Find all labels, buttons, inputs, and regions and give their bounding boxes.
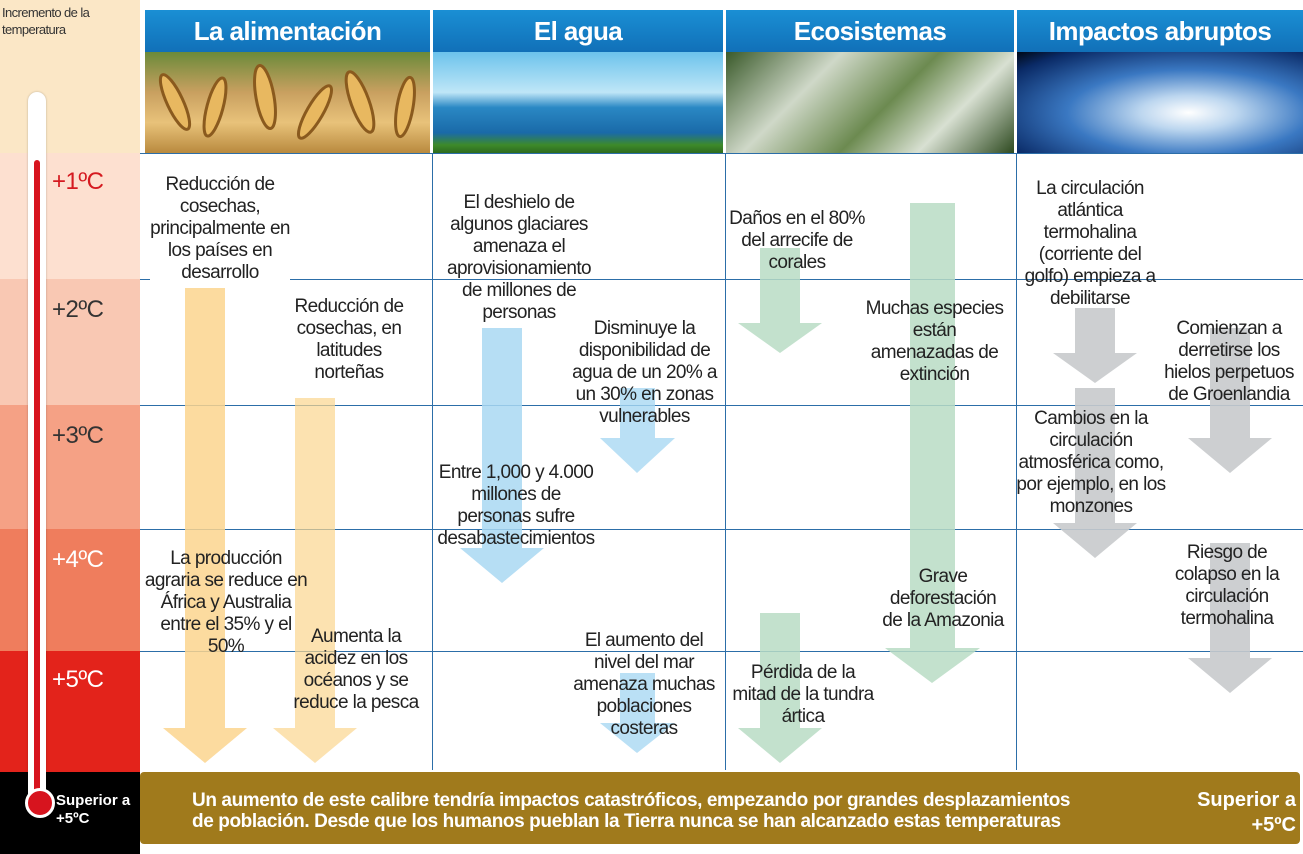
row-divider — [140, 405, 1303, 406]
impact-food-4: Aumenta la acidez en los océanos y se re… — [293, 626, 419, 713]
food-arrow-2 — [273, 398, 357, 763]
impact-water-2: Disminuye la disponibilidad de agua de u… — [572, 318, 717, 427]
footer-band — [140, 772, 1300, 844]
wheat-illustration — [158, 63, 416, 140]
wheat-photo — [145, 52, 430, 153]
abrupt-arrow-4 — [1188, 543, 1272, 693]
temp-label-3: +3ºC — [52, 422, 104, 449]
column-header-water: El agua — [433, 10, 723, 52]
column-header-abrupt: Impactos abruptos — [1017, 10, 1303, 52]
column-header-ecosystems: Ecosistemas — [726, 10, 1014, 52]
impact-arrows — [163, 203, 1272, 763]
lake-photo — [433, 52, 723, 153]
column-divider — [432, 153, 433, 770]
impact-eco-2: Muchas especies están amenazadas de exti… — [865, 298, 1004, 385]
abrupt-arrow-2 — [1053, 388, 1137, 558]
forest-photo — [726, 52, 1014, 153]
eco-arrow-2 — [885, 203, 980, 683]
water-arrow-2 — [600, 388, 675, 473]
eco-arrow-3 — [738, 613, 822, 763]
thermometer-bulb — [25, 788, 55, 818]
impact-abrupt-3: Cambios en la circulación atmosférica co… — [1016, 408, 1166, 517]
impact-abrupt-1: La circulación atlántica termohalina (co… — [1024, 178, 1156, 309]
band-plus-2 — [0, 279, 140, 405]
temp-label-5: +5ºC — [52, 666, 104, 693]
impact-abrupt-2: Comienzan a derretirse los hielos perpet… — [1164, 318, 1294, 405]
impact-food-3: La producción agraria se reduce en Áfric… — [144, 548, 308, 657]
eco-arrow-1 — [738, 248, 822, 353]
impact-abrupt-4: Riesgo de colapso en la circulación term… — [1174, 542, 1280, 629]
thermometer-mercury — [34, 160, 40, 800]
temp-label-2: +2ºC — [52, 296, 104, 323]
earth-photo — [1017, 52, 1303, 153]
temp-label-superior: Superior a +5ºC — [56, 792, 131, 827]
column-divider — [725, 153, 726, 770]
food-arrow-1 — [163, 288, 247, 763]
water-arrow-1 — [460, 328, 544, 583]
impact-eco-1: Daños en el 80% del arrecife de corales — [729, 208, 865, 273]
footer-right-label: Superior a +5ºC — [1197, 789, 1296, 836]
row-divider — [140, 651, 1303, 652]
temperature-axis-title: Incremento de la temperatura — [2, 5, 90, 37]
impact-food-1: Reducción de cosechas, principalmente en… — [150, 174, 290, 284]
row-divider — [140, 529, 1303, 530]
temp-label-1: +1ºC — [52, 168, 104, 195]
impact-water-1: El deshielo de algunos glaciares amenaza… — [447, 192, 592, 323]
band-plus-5 — [0, 651, 140, 772]
water-arrow-3 — [600, 673, 675, 753]
footer-text: Un aumento de este calibre tendría impac… — [192, 790, 1071, 832]
band-superior — [0, 772, 140, 854]
row-divider — [140, 153, 1303, 154]
column-header-food: La alimentación — [145, 10, 430, 52]
impact-food-2: Reducción de cosechas, en latitudes nort… — [294, 296, 405, 383]
impact-water-4: El aumento del nivel del mar amenaza muc… — [573, 630, 715, 739]
impact-water-3: Entre 1,000 y 4.000 millones de personas… — [437, 462, 595, 549]
row-divider — [140, 279, 1303, 280]
band-plus-1 — [0, 153, 140, 279]
abrupt-arrow-3 — [1188, 328, 1272, 473]
abrupt-arrow-1 — [1053, 308, 1137, 383]
impact-eco-3: Grave deforestación de la Amazonia — [882, 566, 1004, 631]
column-divider — [1016, 153, 1017, 770]
band-plus-3 — [0, 405, 140, 529]
impact-eco-4: Pérdida de la mitad de la tundra ártica — [732, 662, 874, 727]
sidebar-header — [0, 0, 140, 153]
band-plus-4 — [0, 529, 140, 651]
temp-label-4: +4ºC — [52, 546, 104, 573]
